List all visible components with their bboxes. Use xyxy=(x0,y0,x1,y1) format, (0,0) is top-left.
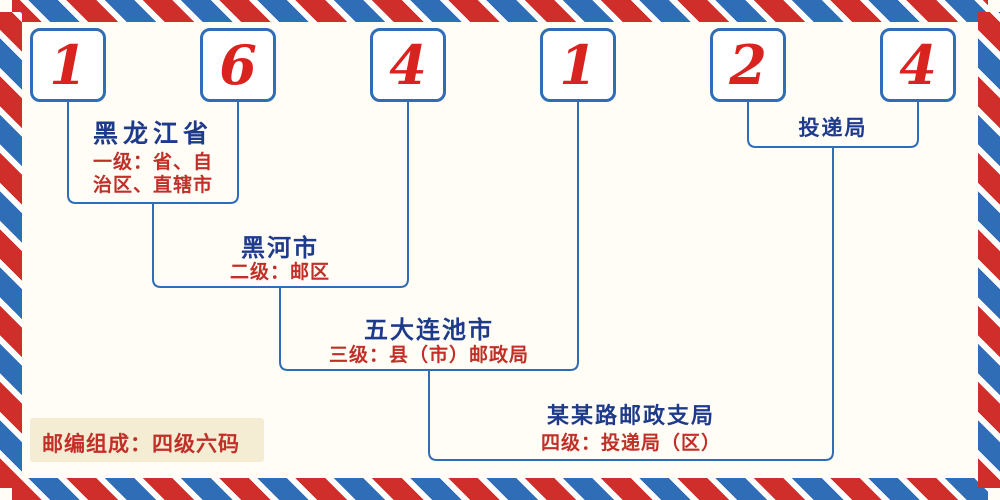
digit-box-2: 6 xyxy=(200,28,276,102)
digit-4: 1 xyxy=(559,33,597,97)
digit-box-3: 4 xyxy=(370,28,446,102)
level4-region-name: 某某路邮政支局 xyxy=(546,404,715,429)
digit-6: 4 xyxy=(899,33,937,97)
airmail-border-left xyxy=(0,12,22,488)
digit-3: 4 xyxy=(389,33,427,97)
footer-note: 邮编组成：四级六码 xyxy=(42,432,240,456)
airmail-border-bottom xyxy=(12,478,988,500)
digit-box-5: 2 xyxy=(710,28,786,102)
digit-2: 6 xyxy=(219,33,257,97)
airmail-border-top xyxy=(12,0,988,22)
level3-desc: 三级：县（市）邮政局 xyxy=(328,344,529,366)
digit-box-6: 4 xyxy=(880,28,956,102)
level3-region-name: 五大连池市 xyxy=(364,316,494,344)
delivery-office-label: 投递局 xyxy=(798,116,868,140)
digit-box-1: 1 xyxy=(30,28,106,102)
level1-desc-line1: 一级：省、自 xyxy=(92,151,213,173)
level1-desc-line2: 治区、直辖市 xyxy=(92,174,213,196)
footer-note-background xyxy=(30,418,264,462)
digit-box-4: 1 xyxy=(540,28,616,102)
airmail-border-right xyxy=(978,12,1000,488)
level2-desc: 二级：邮区 xyxy=(229,261,330,283)
level1-region-name: 黑龙江省 xyxy=(92,119,213,148)
digit-1: 1 xyxy=(49,33,87,97)
level4-desc: 四级：投递局（区） xyxy=(540,432,721,454)
level2-region-name: 黑河市 xyxy=(241,234,319,262)
digit-5: 2 xyxy=(729,33,767,97)
